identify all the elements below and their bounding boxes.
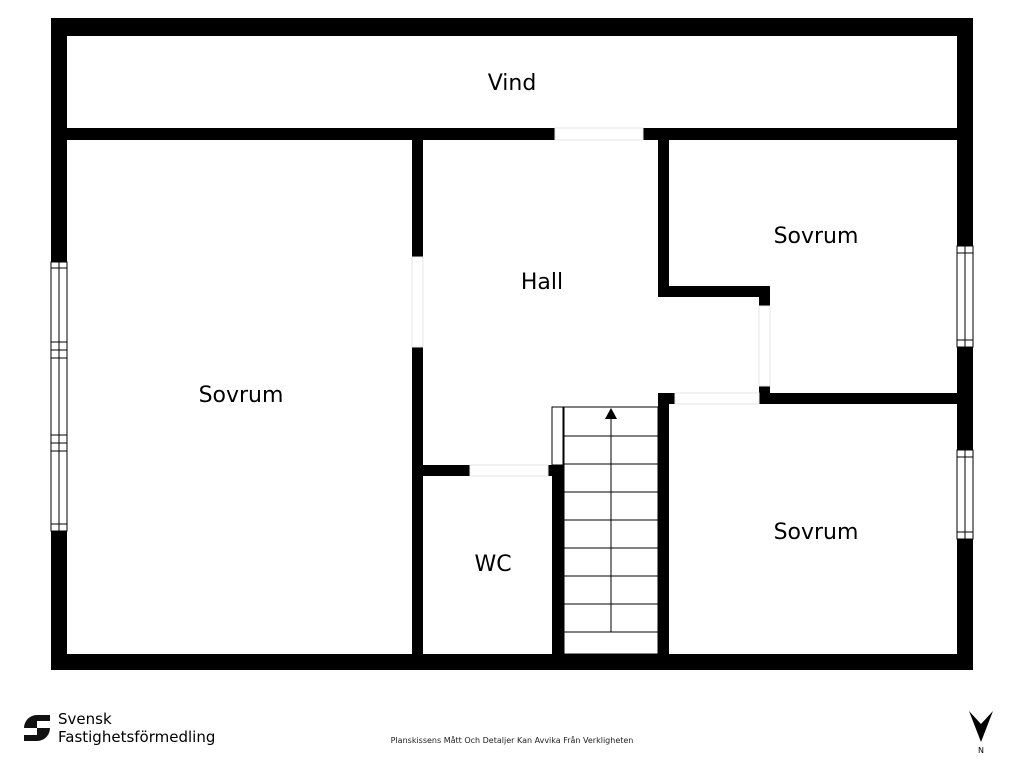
- wc-wall-right: [552, 465, 564, 667]
- compass-letter: N: [978, 746, 984, 755]
- brand-line2: Fastighetsförmedling: [58, 728, 216, 746]
- hall-wall-right-vertical: [658, 134, 669, 297]
- door-openings: [411, 127, 771, 477]
- room-label-vind: Vind: [488, 71, 537, 96]
- windows: [50, 245, 974, 540]
- brand-line1: Svensk: [58, 710, 112, 728]
- outer-wall-left-lower: [51, 531, 67, 670]
- north-arrow-icon: [969, 711, 993, 742]
- hall-wall-horizontal: [658, 286, 770, 297]
- room-label-sovrum-lower-right: Sovrum: [774, 520, 859, 545]
- compass: N: [968, 710, 994, 755]
- hall-wall-pillar-top: [759, 286, 770, 306]
- stair-right-wall: [658, 393, 669, 667]
- vind-wall-left: [51, 128, 555, 140]
- stair-direction-arrow-icon: [605, 408, 617, 419]
- vind-wall-right: [643, 128, 973, 140]
- sovrum-left-wall-upper: [412, 134, 423, 257]
- outer-wall-top: [51, 18, 973, 36]
- door-sovrum-lower-right: [674, 392, 760, 405]
- sf-logo-icon: [24, 715, 50, 741]
- wc-wall-top: [412, 465, 470, 476]
- stair-body: [563, 406, 659, 655]
- stair-railing: [551, 406, 564, 466]
- brand-name: Svensk Fastighetsförmedling: [58, 710, 215, 746]
- floor-plan: Vind Hall Sovrum Sovrum Sovrum WC: [50, 18, 974, 670]
- brand-logo: Svensk Fastighetsförmedling: [22, 710, 215, 746]
- outer-wall-bottom: [51, 654, 973, 670]
- disclaimer-text: Planskissens Mått Och Detaljer Kan Avvik…: [390, 736, 634, 745]
- room-labels: Vind Hall Sovrum Sovrum Sovrum WC: [199, 71, 859, 577]
- walls: [51, 18, 973, 670]
- room-label-wc: WC: [474, 552, 511, 577]
- door-wc: [469, 464, 549, 477]
- door-vind: [554, 127, 644, 141]
- sovrum-left-wall-lower: [412, 347, 423, 667]
- room-label-hall: Hall: [521, 270, 563, 295]
- room-label-sovrum-left: Sovrum: [199, 383, 284, 408]
- staircase: [551, 406, 659, 655]
- room-label-sovrum-upper-right: Sovrum: [774, 224, 859, 249]
- door-sovrum-upper-right: [758, 305, 771, 387]
- outer-wall-right-bottom: [957, 539, 973, 670]
- bedroom-separator-wall: [759, 393, 973, 404]
- door-sovrum-left: [411, 256, 424, 348]
